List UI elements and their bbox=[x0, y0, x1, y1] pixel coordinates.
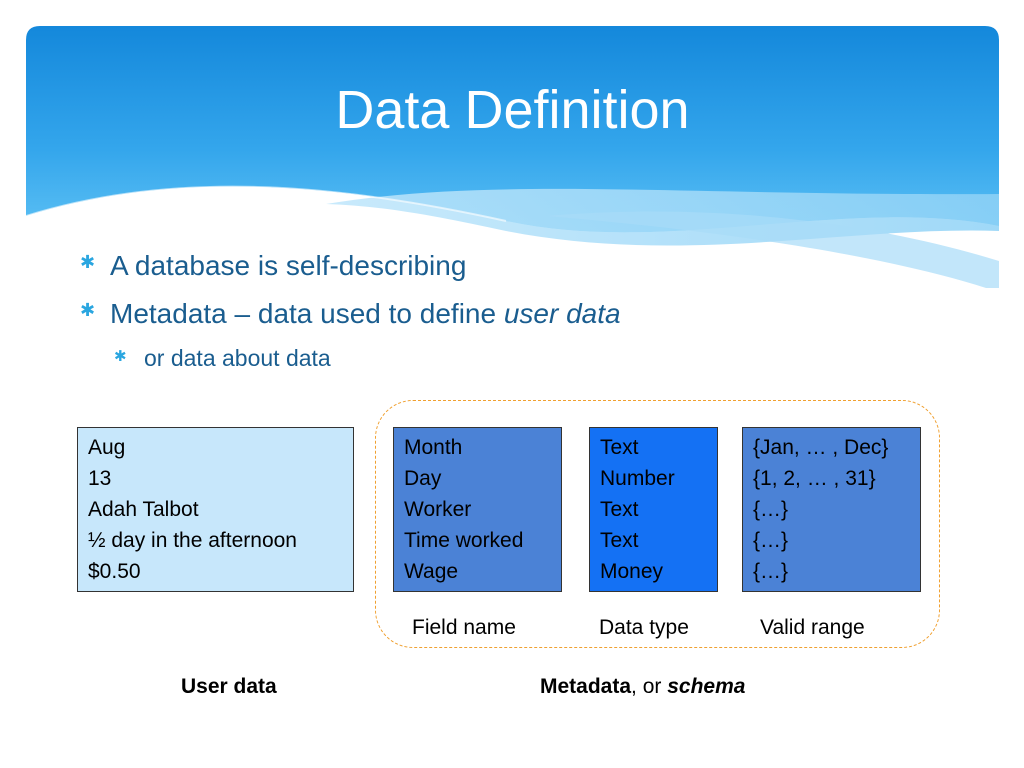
metadata-group-outline bbox=[375, 400, 940, 648]
asterisk-bullet-icon: ✱ bbox=[80, 252, 96, 272]
data-type-box: Text Number Text Text Money bbox=[589, 427, 718, 592]
data-type-line: Text bbox=[600, 436, 639, 459]
bullet-list: ✱ A database is self-describing ✱ Metada… bbox=[80, 246, 621, 374]
wave-banner-graphic bbox=[26, 26, 999, 288]
field-name-line: Time worked bbox=[404, 529, 524, 552]
valid-range-line: {…} bbox=[753, 529, 789, 552]
field-name-line: Worker bbox=[404, 498, 472, 521]
data-type-line: Text bbox=[600, 498, 639, 521]
user-data-line: ½ day in the afternoon bbox=[88, 529, 297, 552]
metadata-label-bold: Metadata bbox=[540, 675, 632, 698]
metadata-label: Metadata, or schema bbox=[540, 673, 745, 701]
user-data-line: 13 bbox=[88, 467, 112, 490]
asterisk-bullet-icon: ✱ bbox=[80, 300, 96, 320]
bullet-text: Metadata – data used to define bbox=[110, 298, 504, 329]
field-name-line: Wage bbox=[404, 560, 459, 583]
metadata-label-connector: , or bbox=[631, 675, 668, 698]
user-data-line: $0.50 bbox=[88, 560, 141, 583]
sub-bullet-text: or data about data bbox=[144, 345, 331, 371]
asterisk-bullet-icon: ✱ bbox=[114, 348, 127, 365]
user-data-line: Adah Talbot bbox=[88, 498, 199, 521]
slide-title: Data Definition bbox=[335, 80, 690, 140]
data-type-caption: Data type bbox=[599, 616, 689, 639]
title-banner bbox=[26, 26, 999, 288]
user-data-box: Aug 13 Adah Talbot ½ day in the afternoo… bbox=[77, 427, 354, 592]
sub-bullet-item: ✱ or data about data bbox=[114, 342, 621, 374]
data-type-line: Number bbox=[600, 467, 675, 490]
bullet-text: A database is self-describing bbox=[110, 250, 467, 281]
data-type-line: Money bbox=[600, 560, 664, 583]
valid-range-line: {…} bbox=[753, 498, 789, 521]
user-data-label: User data bbox=[181, 675, 277, 698]
bullet-item: ✱ Metadata – data used to define user da… bbox=[80, 294, 621, 342]
data-type-line: Text bbox=[600, 529, 639, 552]
bullet-item: ✱ A database is self-describing bbox=[80, 246, 621, 294]
valid-range-caption: Valid range bbox=[760, 616, 865, 639]
field-name-box: Month Day Worker Time worked Wage bbox=[393, 427, 562, 592]
user-data-line: Aug bbox=[88, 436, 126, 459]
metadata-label-schema: schema bbox=[667, 675, 746, 698]
valid-range-box: {Jan, … , Dec} {1, 2, … , 31} {…} {…} {…… bbox=[742, 427, 921, 592]
field-name-line: Month bbox=[404, 436, 463, 459]
field-name-line: Day bbox=[404, 467, 442, 490]
valid-range-line: {1, 2, … , 31} bbox=[753, 467, 876, 490]
field-name-caption: Field name bbox=[412, 616, 516, 639]
bullet-emphasis: user data bbox=[503, 298, 621, 329]
valid-range-line: {…} bbox=[753, 560, 789, 583]
valid-range-line: {Jan, … , Dec} bbox=[753, 436, 889, 459]
